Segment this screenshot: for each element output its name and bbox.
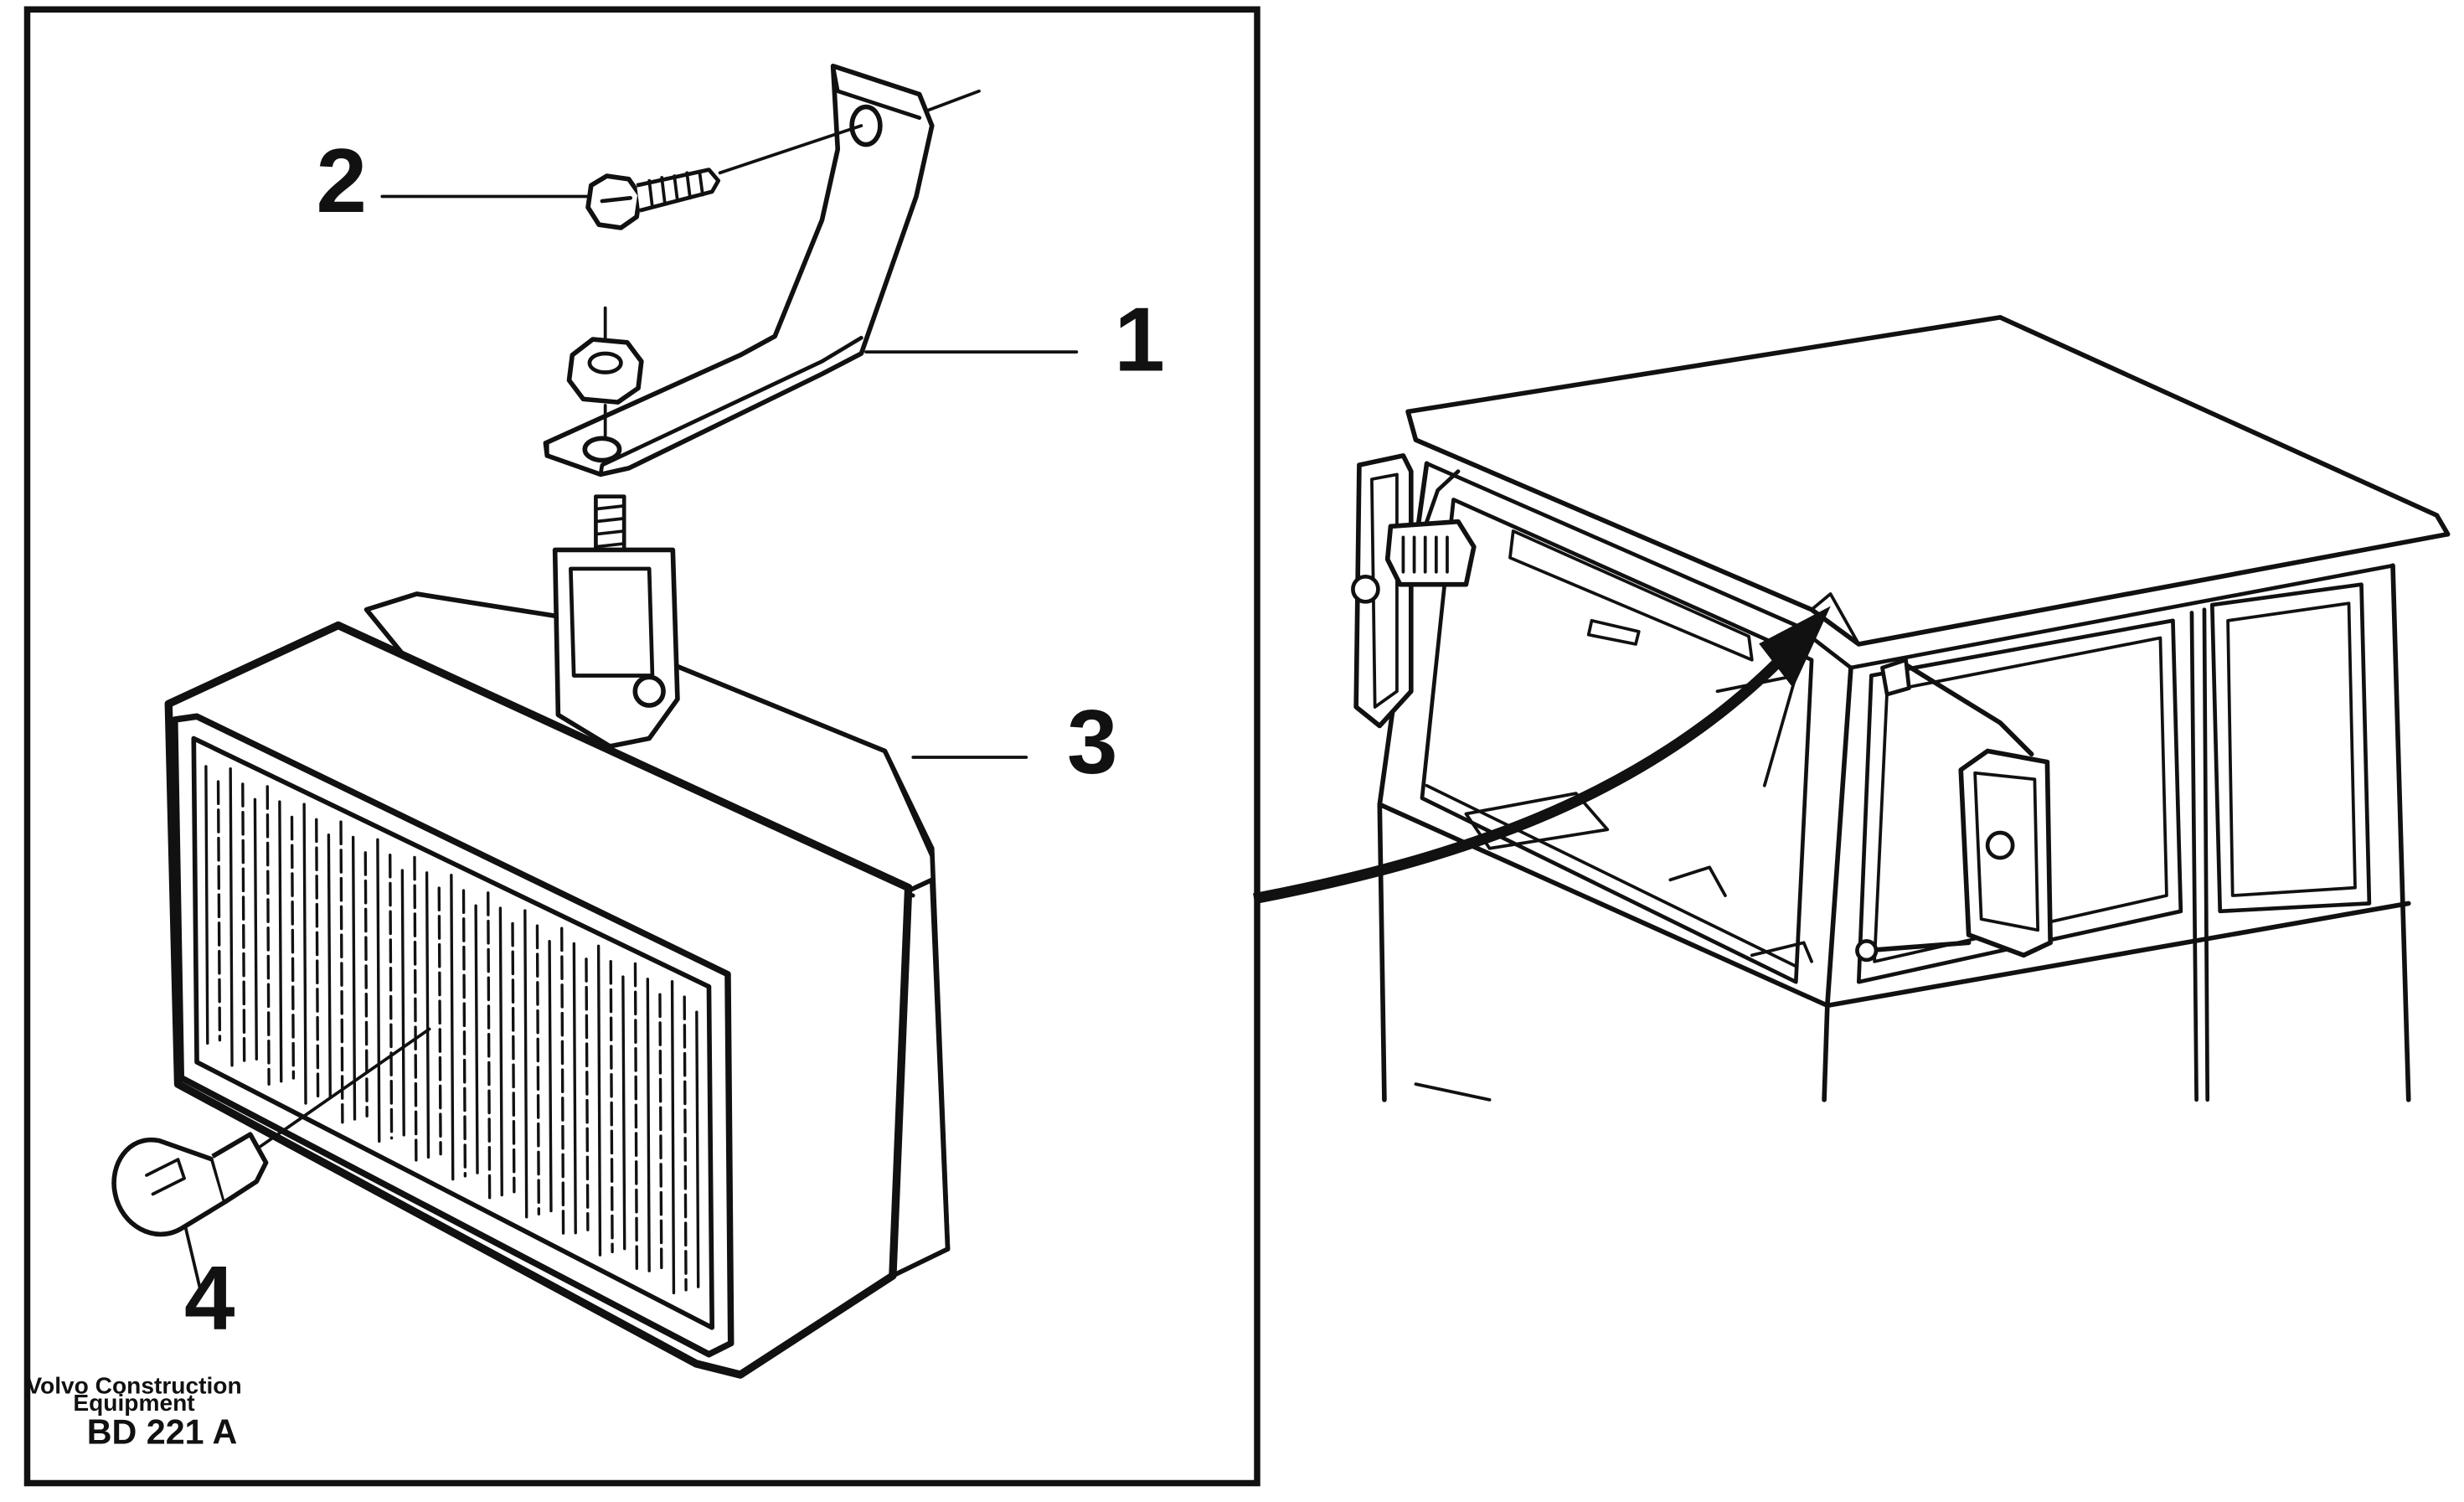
credit-line-2: Equipment	[73, 1390, 195, 1416]
location-arrow-head	[1759, 606, 1831, 689]
callout-1: 1	[1114, 290, 1165, 391]
side-window-rear	[2209, 582, 2372, 914]
bulb	[111, 1132, 269, 1237]
right-mirror	[1855, 657, 2053, 963]
cab-overview	[1253, 315, 2451, 1102]
exploded-view-panel: 1 2 3 4 Volvo Construction Equipment BD …	[23, 6, 1260, 1487]
panel-frame	[23, 6, 1260, 1487]
lens-flutes	[204, 765, 700, 1295]
side-window-front	[1856, 618, 2183, 984]
location-arrow	[1253, 656, 1785, 905]
callout-2: 2	[317, 131, 368, 232]
windscreen	[1420, 498, 1814, 984]
drawing-code: BD 221 A	[87, 1413, 238, 1452]
bolt	[585, 168, 721, 230]
leader-lines	[184, 89, 1079, 1290]
lock-nut	[566, 337, 644, 405]
mounting-bracket	[543, 63, 935, 477]
cab-work-light	[1384, 469, 1477, 587]
callout-3: 3	[1067, 692, 1118, 793]
callout-4: 4	[184, 1248, 235, 1350]
credit-line-1: Volvo Construction	[26, 1373, 241, 1399]
work-lamp	[164, 547, 951, 1379]
